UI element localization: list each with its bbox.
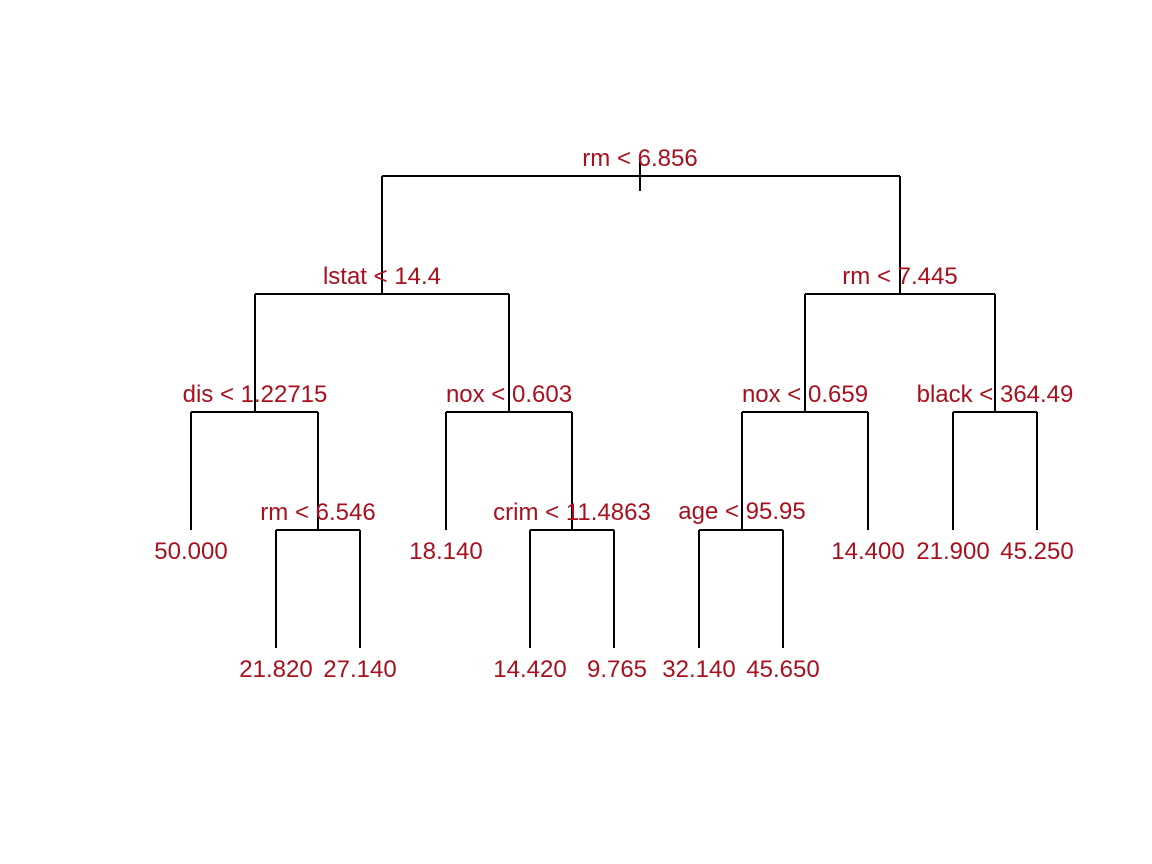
split-label: crim < 11.4863: [493, 499, 651, 526]
split-label: rm < 6.856: [582, 145, 697, 172]
leaf-labels: 50.000 21.820 27.140 18.140 14.420 9.765…: [154, 538, 1073, 683]
split-label: black < 364.49: [917, 381, 1074, 408]
leaf-value: 50.000: [154, 538, 227, 565]
split-label: nox < 0.603: [446, 381, 572, 408]
leaf-value: 9.765: [587, 656, 647, 683]
split-label: age < 95.95: [678, 498, 805, 525]
split-label: nox < 0.659: [742, 381, 868, 408]
split-label: rm < 7.445: [842, 263, 957, 290]
leaf-value: 21.900: [916, 538, 989, 565]
leaf-value: 27.140: [323, 656, 396, 683]
leaf-value: 45.650: [746, 656, 819, 683]
leaf-value: 14.420: [493, 656, 566, 683]
leaf-value: 32.140: [662, 656, 735, 683]
leaf-value: 18.140: [409, 538, 482, 565]
tree-edges: [190, 158, 1038, 648]
leaf-value: 21.820: [239, 656, 312, 683]
leaf-value: 14.400: [831, 538, 904, 565]
split-label: rm < 6.546: [260, 499, 375, 526]
split-label: lstat < 14.4: [323, 263, 441, 290]
leaf-value: 45.250: [1000, 538, 1073, 565]
split-labels: rm < 6.856 lstat < 14.4 rm < 7.445 dis <…: [183, 145, 1074, 526]
split-label: dis < 1.22715: [183, 381, 328, 408]
